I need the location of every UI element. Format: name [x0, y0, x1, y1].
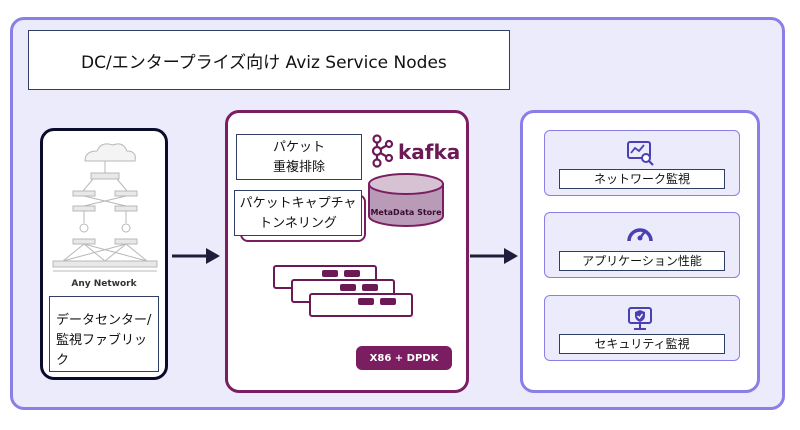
packet-capture-box: パケットキャプチャ トンネリング [234, 190, 362, 236]
database-cylinder-icon: MetaData Store [368, 173, 444, 227]
network-caption: Any Network [71, 279, 137, 289]
datacenter-label-line1: データセンター/ [56, 313, 152, 328]
speedometer-icon [627, 228, 653, 242]
security-monitor-label: セキュリティ監視 [559, 334, 725, 354]
network-monitor-label: ネットワーク監視 [559, 169, 725, 189]
title-text: DC/エンタープライズ向け Aviz Service Nodes [81, 52, 447, 73]
page-title: DC/エンタープライズ向け Aviz Service Nodes [28, 30, 510, 90]
datacenter-label-line2: 監視ファブリック [56, 333, 148, 368]
network-topology-icon [52, 143, 158, 272]
app-performance-card: アプリケーション性能 [544, 212, 740, 278]
datacenter-fabric-box: データセンター/ 監視ファブリック [49, 296, 159, 372]
arrow-right-icon [172, 248, 220, 264]
packet-dedup-box: パケット 重複排除 [236, 134, 362, 180]
app-performance-label: アプリケーション性能 [559, 251, 725, 271]
metadata-store-label: MetaData Store [370, 208, 442, 217]
dedup-line2: 重複排除 [272, 160, 325, 175]
capture-line1: パケットキャプチャ [239, 196, 357, 211]
network-monitor-card: ネットワーク監視 [544, 130, 740, 196]
arrow-right-icon [470, 248, 518, 264]
network-panel: Any Network データセンター/ 監視ファブリック [40, 128, 168, 380]
capture-line2: トンネリング [259, 216, 337, 231]
kafka-label: kafka [398, 140, 461, 164]
network-monitor-icon [627, 141, 654, 166]
dedup-line1: パケット [272, 140, 325, 155]
security-monitor-card: セキュリティ監視 [544, 295, 740, 361]
platform-badge: X86 + DPDK [356, 346, 452, 370]
server-stack-icon [273, 265, 413, 317]
shield-monitor-icon [628, 307, 652, 330]
kafka-logo-icon [371, 134, 394, 168]
